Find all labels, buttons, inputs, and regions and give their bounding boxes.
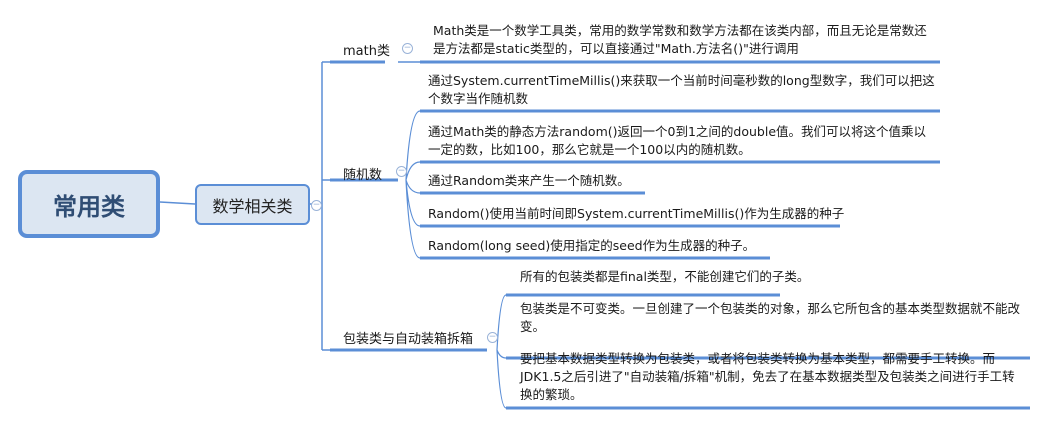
topic-node-math-related[interactable]: 数学相关类 bbox=[195, 184, 310, 225]
root-node[interactable]: 常用类 bbox=[18, 170, 160, 238]
collapse-icon[interactable]: − bbox=[487, 332, 498, 343]
collapse-icon[interactable]: − bbox=[396, 166, 407, 177]
collapse-icon[interactable]: − bbox=[402, 43, 413, 54]
leaf-node[interactable]: Random()使用当前时间即System.currentTimeMillis(… bbox=[428, 206, 845, 221]
leaf-node[interactable]: Math类是一个数学工具类，常用的数学常数和数学方法都在该类内部，而且无论是常数… bbox=[433, 23, 927, 56]
branch-math-class[interactable]: math类 bbox=[343, 44, 390, 59]
leaf-node[interactable]: 要把基本数据类型转换为包装类，或者将包装类转换为基本类型，都需要手工转换。而JD… bbox=[520, 351, 1015, 402]
leaf-node[interactable]: 包装类是不可变类。一旦创建了一个包装类的对象，那么它所包含的基本类型数据就不能改… bbox=[520, 301, 1021, 334]
collapse-icon[interactable]: − bbox=[311, 200, 322, 211]
leaf-node[interactable]: 通过Random类来产生一个随机数。 bbox=[428, 173, 630, 188]
branch-wrapper-boxing[interactable]: 包装类与自动装箱拆箱 bbox=[343, 332, 474, 347]
leaf-node[interactable]: 通过Math类的静态方法random()返回一个0到1之间的double值。我们… bbox=[428, 124, 927, 157]
leaf-node[interactable]: 通过System.currentTimeMillis()来获取一个当前时间毫秒数… bbox=[428, 73, 935, 106]
leaf-node[interactable]: 所有的包装类都是final类型，不能创建它们的子类。 bbox=[520, 269, 810, 284]
branch-random[interactable]: 随机数 bbox=[343, 168, 383, 183]
leaf-node[interactable]: Random(long seed)使用指定的seed作为生成器的种子。 bbox=[428, 238, 756, 253]
